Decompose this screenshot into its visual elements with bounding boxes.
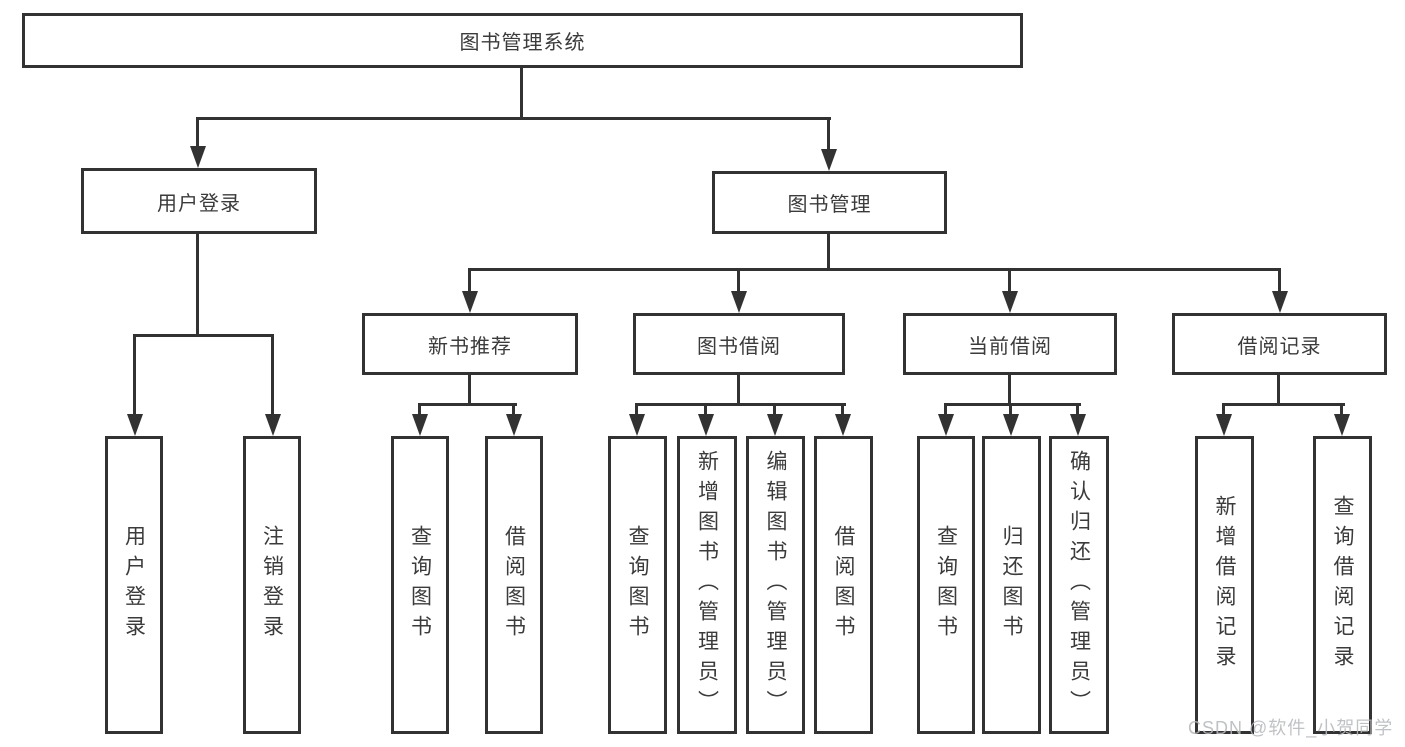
leaf-logout: 注销登录 <box>243 436 301 734</box>
connector-shaft <box>1340 403 1343 417</box>
leaf-borrow-books-recommend: 借阅图书 <box>485 436 543 734</box>
leaf-query-books-recommend: 查询图书 <box>391 436 449 734</box>
node-book-management: 图书管理 <box>712 171 947 234</box>
arrow-down-icon <box>938 414 954 436</box>
arrow-down-icon <box>462 291 478 313</box>
connector-shaft <box>418 403 421 417</box>
arrow-down-icon <box>127 414 143 436</box>
leaf-label: 用户登录 <box>122 525 146 645</box>
connector-hline <box>196 117 831 120</box>
leaf-confirm-return-admin: 确认归还（管理员） <box>1049 436 1109 734</box>
arrow-down-icon <box>1216 414 1232 436</box>
leaf-edit-book-admin: 编辑图书（管理员） <box>746 436 805 734</box>
csdn-watermark: CSDN @软件_小贺同学 <box>1188 718 1394 738</box>
arrow-down-icon <box>629 414 645 436</box>
connector-shaft <box>1076 403 1079 417</box>
connector-shaft <box>512 403 515 417</box>
arrow-down-icon <box>190 146 206 168</box>
leaf-user-login: 用户登录 <box>105 436 163 734</box>
arrow-down-icon <box>412 414 428 436</box>
connector-vline <box>468 375 471 406</box>
connector-hline <box>418 403 517 406</box>
leaf-label: 借阅图书 <box>502 525 526 645</box>
node-user-login: 用户登录 <box>81 168 317 234</box>
connector-vline <box>1277 375 1280 406</box>
leaf-label: 编辑图书（管理员） <box>764 450 787 720</box>
leaf-label: 归还图书 <box>1000 525 1023 645</box>
arrow-down-icon <box>731 291 747 313</box>
arrow-down-icon <box>1334 414 1350 436</box>
connector-shaft <box>1222 403 1225 417</box>
leaf-label: 查询图书 <box>626 525 649 645</box>
leaf-label: 新增图书（管理员） <box>695 450 719 720</box>
leaf-label: 查询图书 <box>934 525 958 645</box>
node-current-borrow: 当前借阅 <box>903 313 1117 375</box>
arrow-down-icon <box>1002 291 1018 313</box>
connector-vline <box>1008 375 1011 406</box>
arrow-down-icon <box>698 414 714 436</box>
node-book-borrow: 图书借阅 <box>633 313 845 375</box>
leaf-label: 新增借阅记录 <box>1213 495 1236 675</box>
connector-shaft <box>1278 268 1281 293</box>
connector-shaft <box>271 334 274 416</box>
connector-hline <box>635 403 846 406</box>
connector-hline <box>1222 403 1345 406</box>
connector-shaft <box>133 334 136 416</box>
connector-vline <box>520 68 523 118</box>
leaf-return-book: 归还图书 <box>982 436 1041 734</box>
arrow-down-icon <box>767 414 783 436</box>
leaf-label: 借阅图书 <box>832 525 855 645</box>
connector-shaft <box>944 403 947 417</box>
leaf-label: 查询图书 <box>408 525 432 645</box>
leaf-query-books-borrow: 查询图书 <box>608 436 667 734</box>
connector-vline <box>737 375 740 406</box>
connector-shaft <box>196 117 199 147</box>
node-root: 图书管理系统 <box>22 13 1023 68</box>
leaf-borrow-books: 借阅图书 <box>814 436 873 734</box>
node-borrow-records: 借阅记录 <box>1172 313 1387 375</box>
node-new-book-recommend: 新书推荐 <box>362 313 578 375</box>
connector-shaft <box>1008 268 1011 293</box>
arrow-down-icon <box>835 414 851 436</box>
connector-shaft <box>827 117 830 150</box>
connector-shaft <box>468 268 471 293</box>
leaf-add-borrow-record: 新增借阅记录 <box>1195 436 1254 734</box>
connector-hline <box>944 403 1081 406</box>
arrow-down-icon <box>1272 291 1288 313</box>
leaf-label: 确认归还（管理员） <box>1067 450 1091 720</box>
connector-shaft <box>1009 403 1012 417</box>
arrow-down-icon <box>265 414 281 436</box>
connector-hline <box>468 268 1281 271</box>
leaf-add-book-admin: 新增图书（管理员） <box>677 436 737 734</box>
connector-shaft <box>841 403 844 417</box>
arrow-down-icon <box>506 414 522 436</box>
connector-shaft <box>773 403 776 417</box>
arrow-down-icon <box>821 149 837 171</box>
leaf-query-borrow-record: 查询借阅记录 <box>1313 436 1372 734</box>
arrow-down-icon <box>1070 414 1086 436</box>
connector-shaft <box>704 403 707 417</box>
arrow-down-icon <box>1003 414 1019 436</box>
leaf-label: 注销登录 <box>260 525 284 645</box>
leaf-label: 查询借阅记录 <box>1331 495 1354 675</box>
connector-shaft <box>737 268 740 293</box>
connector-vline <box>196 234 199 337</box>
connector-hline <box>133 334 274 337</box>
connector-vline <box>827 234 830 271</box>
leaf-query-books-current: 查询图书 <box>917 436 975 734</box>
connector-shaft <box>635 403 638 417</box>
